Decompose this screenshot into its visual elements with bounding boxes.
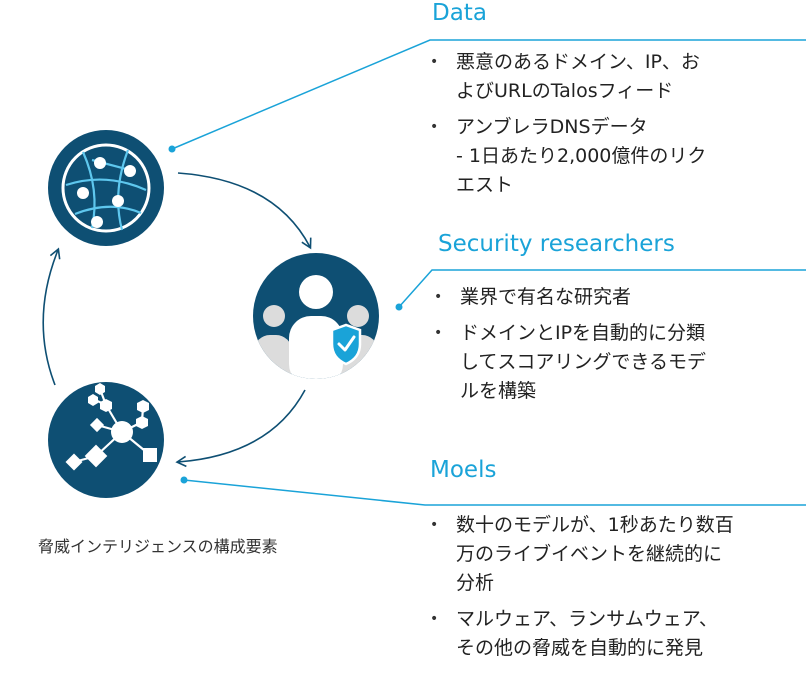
bullet-list-researchers: • 業界で有名な研究者 • ドメインとIPを自動的に分類 してスコアリングできるモデ… — [432, 283, 802, 413]
diagram-caption: 脅威インテリジェンスの構成要素 — [38, 537, 278, 556]
connector-data — [168, 39, 806, 153]
list-item-text: 悪意のあるドメイン、IP、お よびURLのTalosフィード — [456, 51, 700, 102]
people-shield-icon — [253, 253, 379, 379]
list-item-text: アンブレラDNSデータ - 1日あたり2,000億件のリク エスト — [456, 116, 707, 196]
list-item: • 数十のモデルが、1秒あたり数百 万のライブイベントを継続的に 分析 — [428, 511, 804, 598]
list-item: • マルウェア、ランサムウェア、 その他の脅威を自動的に発見 — [428, 605, 804, 663]
connector-models — [180, 476, 806, 506]
bullet-list-data: • 悪意のあるドメイン、IP、お よびURLのTalosフィード • アンブレラDN… — [428, 48, 798, 207]
bullet-icon: • — [430, 54, 439, 70]
section-title-researchers: Security researchers — [438, 231, 675, 257]
bullet-icon: • — [434, 325, 443, 341]
list-item-text: 業界で有名な研究者 — [460, 286, 632, 308]
flow-arrow-models-to-data — [42, 247, 61, 386]
list-item-text: 数十のモデルが、1秒あたり数百 万のライブイベントを継続的に 分析 — [456, 514, 734, 594]
list-item-text: マルウェア、ランサムウェア、 その他の脅威を自動的に発見 — [456, 608, 718, 659]
list-item: • アンブレラDNSデータ - 1日あたり2,000億件のリク エスト — [428, 113, 798, 200]
bullet-list-models: • 数十のモデルが、1秒あたり数百 万のライブイベントを継続的に 分析 • マルウェ… — [428, 511, 804, 670]
list-item: • ドメインとIPを自動的に分類 してスコアリングできるモデ ルを構築 — [432, 319, 802, 406]
flow-arrow-data-to-researchers — [177, 172, 312, 250]
bullet-icon: • — [430, 119, 439, 135]
connector-researchers — [395, 269, 806, 311]
flow-arrow-researchers-to-models — [175, 389, 306, 468]
bullet-icon: • — [430, 517, 439, 533]
list-item: • 業界で有名な研究者 — [432, 283, 802, 312]
bullet-icon: • — [434, 289, 443, 305]
network-nodes-icon — [48, 382, 164, 498]
section-title-data: Data — [432, 0, 487, 26]
list-item: • 悪意のあるドメイン、IP、お よびURLのTalosフィード — [428, 48, 798, 106]
list-item-text: ドメインとIPを自動的に分類 してスコアリングできるモデ ルを構築 — [460, 322, 707, 402]
section-title-models: Moels — [430, 457, 497, 483]
bullet-icon: • — [430, 611, 439, 627]
globe-network-icon — [48, 130, 164, 246]
